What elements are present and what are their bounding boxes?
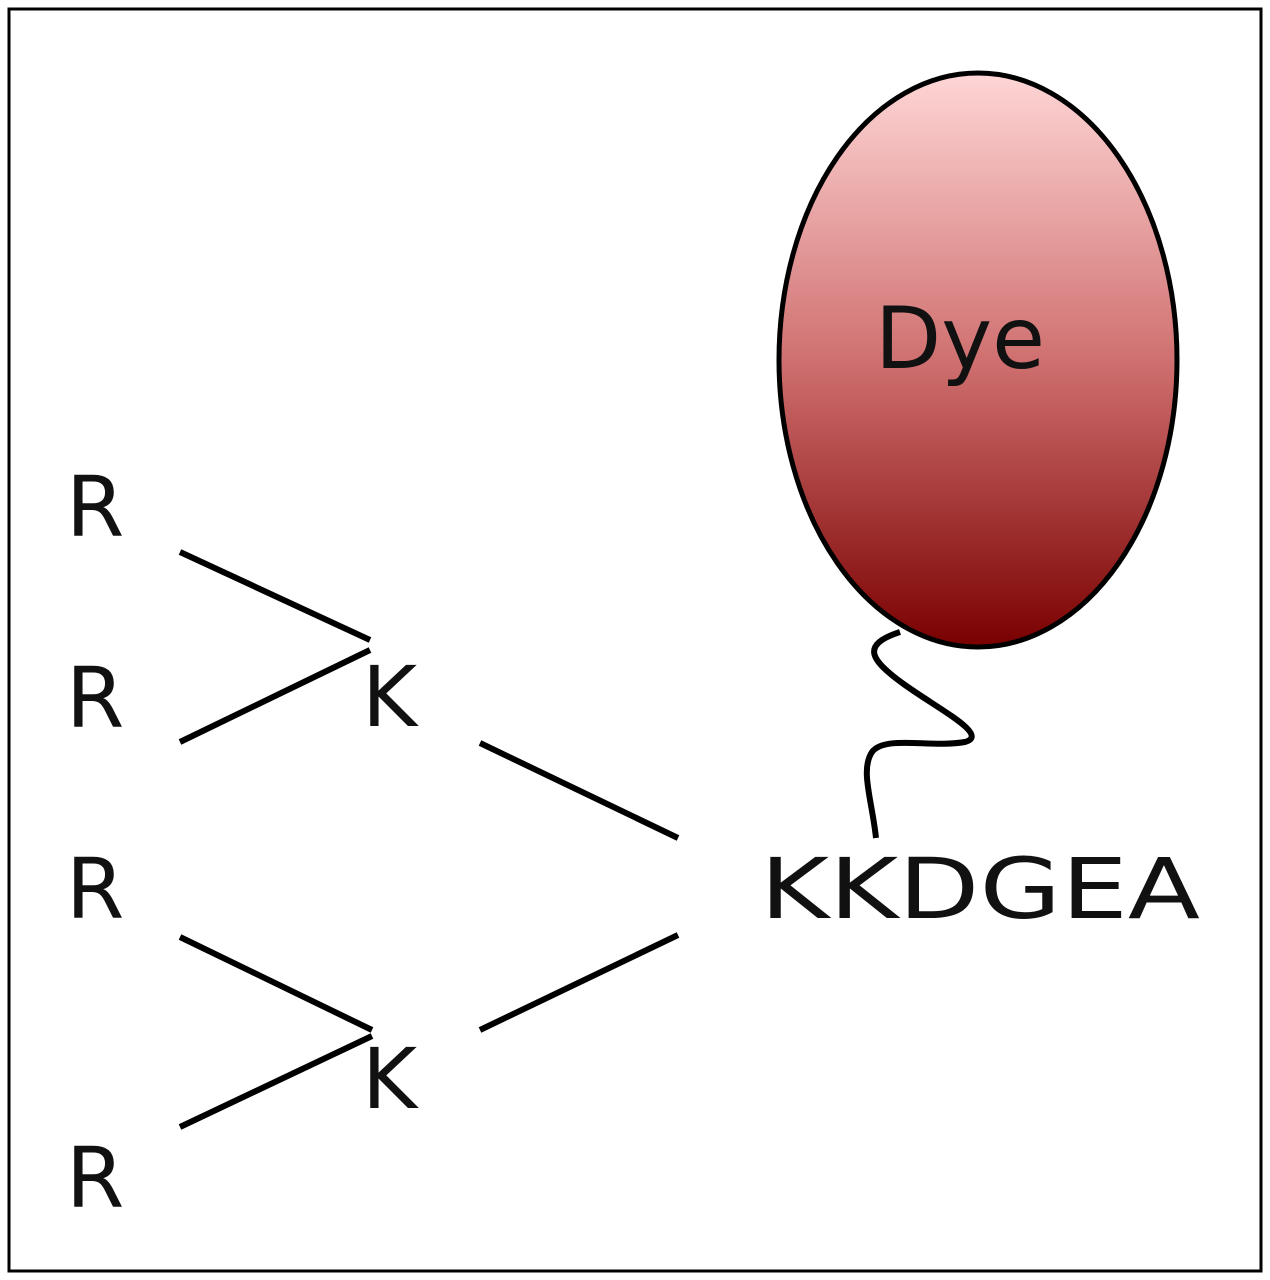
residue-r1: R [66,458,124,556]
dye-tether [863,629,975,839]
bond-r4-k-lower [178,1033,374,1130]
residue-k-upper: K [362,648,419,746]
bond-k-lower-peptide [478,932,680,1033]
peptide-sequence: KKDGEA [760,840,1200,938]
bond-r3-k-lower [178,934,374,1033]
dye-label: Dye [875,289,1045,389]
residue-r3: R [66,840,124,938]
bond-k-upper-peptide [478,740,680,841]
bond-r1-k-upper [178,549,372,643]
residue-r4: R [66,1129,124,1227]
dye-balloon [776,70,1180,650]
residue-k-lower: K [362,1030,419,1128]
bond-r2-k-upper [178,647,372,745]
residue-r2: R [66,649,124,747]
